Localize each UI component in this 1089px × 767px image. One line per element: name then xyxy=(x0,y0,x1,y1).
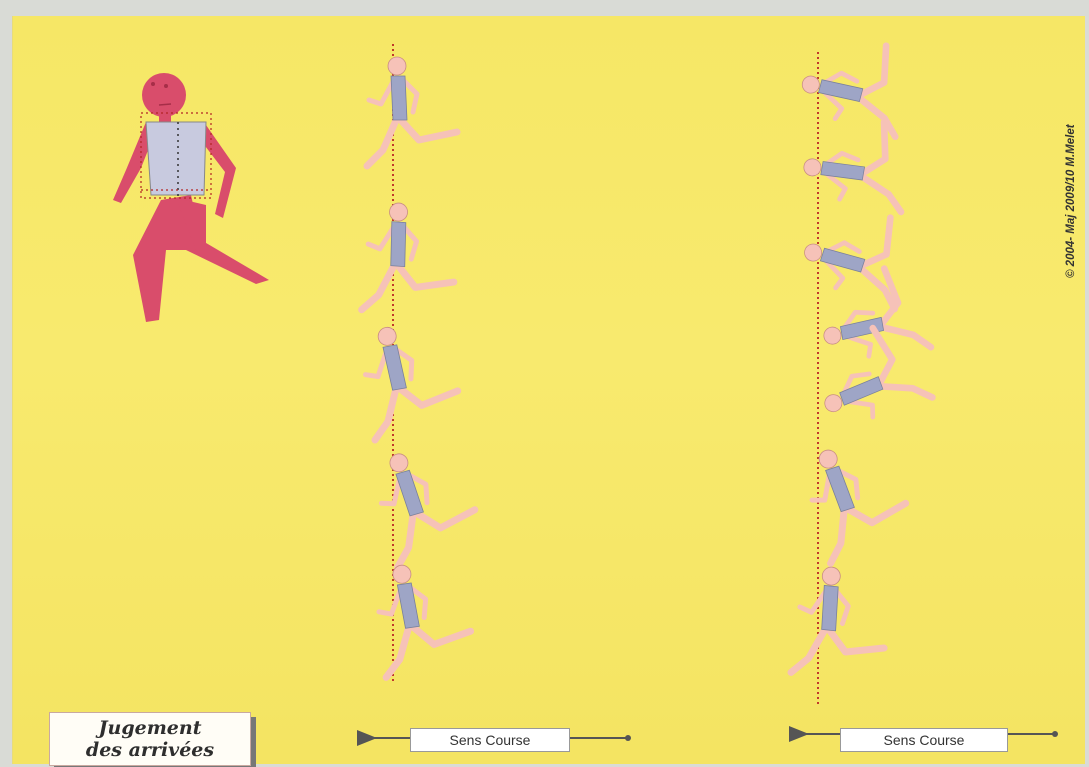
diagram-sheet: Jugement des arrivées Sens Course Sens C… xyxy=(12,16,1085,764)
runner-icon xyxy=(795,27,917,136)
runner-icon xyxy=(797,432,916,563)
title-line-2: des arrivées xyxy=(86,739,214,761)
diagram-canvas xyxy=(13,16,1085,764)
direction-label-right: Sens Course xyxy=(840,728,1008,752)
title-line-1: Jugement xyxy=(99,717,202,739)
runner-column-left xyxy=(356,57,484,677)
runner-icon xyxy=(368,438,485,568)
runner-icon xyxy=(371,557,475,677)
torso-diagram-icon xyxy=(113,73,269,322)
runner-icon xyxy=(799,110,916,212)
runner-icon xyxy=(791,564,892,682)
runner-icon xyxy=(356,317,464,440)
title-card: Jugement des arrivées xyxy=(49,712,251,766)
runner-icon xyxy=(367,57,457,166)
copyright-text: © 2004- Maj 2009/10 M.Melet xyxy=(1065,124,1077,278)
runner-icon xyxy=(362,201,459,316)
runner-column-right xyxy=(791,27,932,682)
direction-label-left: Sens Course xyxy=(410,728,570,752)
